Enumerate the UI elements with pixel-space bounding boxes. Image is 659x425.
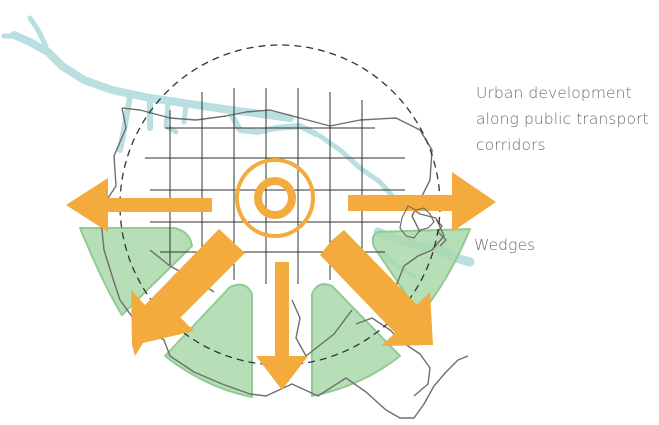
river-main <box>10 31 294 122</box>
river-east <box>317 133 399 203</box>
transport-corridor-arrows <box>66 172 496 390</box>
wedge-west <box>79 227 193 316</box>
wedge-southwest <box>164 283 253 398</box>
hub-outer-ring <box>235 158 315 238</box>
canal-1 <box>117 93 133 153</box>
label-urban-development: Urban development along public transport… <box>476 80 658 158</box>
label-urban-line-3: corridors <box>476 136 546 154</box>
arrow-east <box>348 172 496 232</box>
arrow-south <box>256 262 308 390</box>
east-town-outline <box>399 205 435 239</box>
label-urban-line-2: along public transport <box>476 110 649 128</box>
boundary-southeast <box>401 341 431 397</box>
wedge-southeast <box>311 283 401 397</box>
arrow-west <box>66 178 212 232</box>
canal-3 <box>163 101 179 135</box>
boundary-inner-s <box>291 299 353 357</box>
arrow-southwest <box>131 229 245 356</box>
green-wedges <box>79 227 471 398</box>
hub-inner-ring <box>254 177 296 219</box>
ij-harbour <box>227 109 319 137</box>
river-branch-north <box>27 15 49 49</box>
label-urban-line-1: Urban development <box>476 84 632 102</box>
east-town-path <box>399 205 435 239</box>
label-wedges: Wedges <box>474 236 536 254</box>
hub-ring-icon <box>235 158 315 238</box>
arrow-southeast <box>320 230 433 346</box>
